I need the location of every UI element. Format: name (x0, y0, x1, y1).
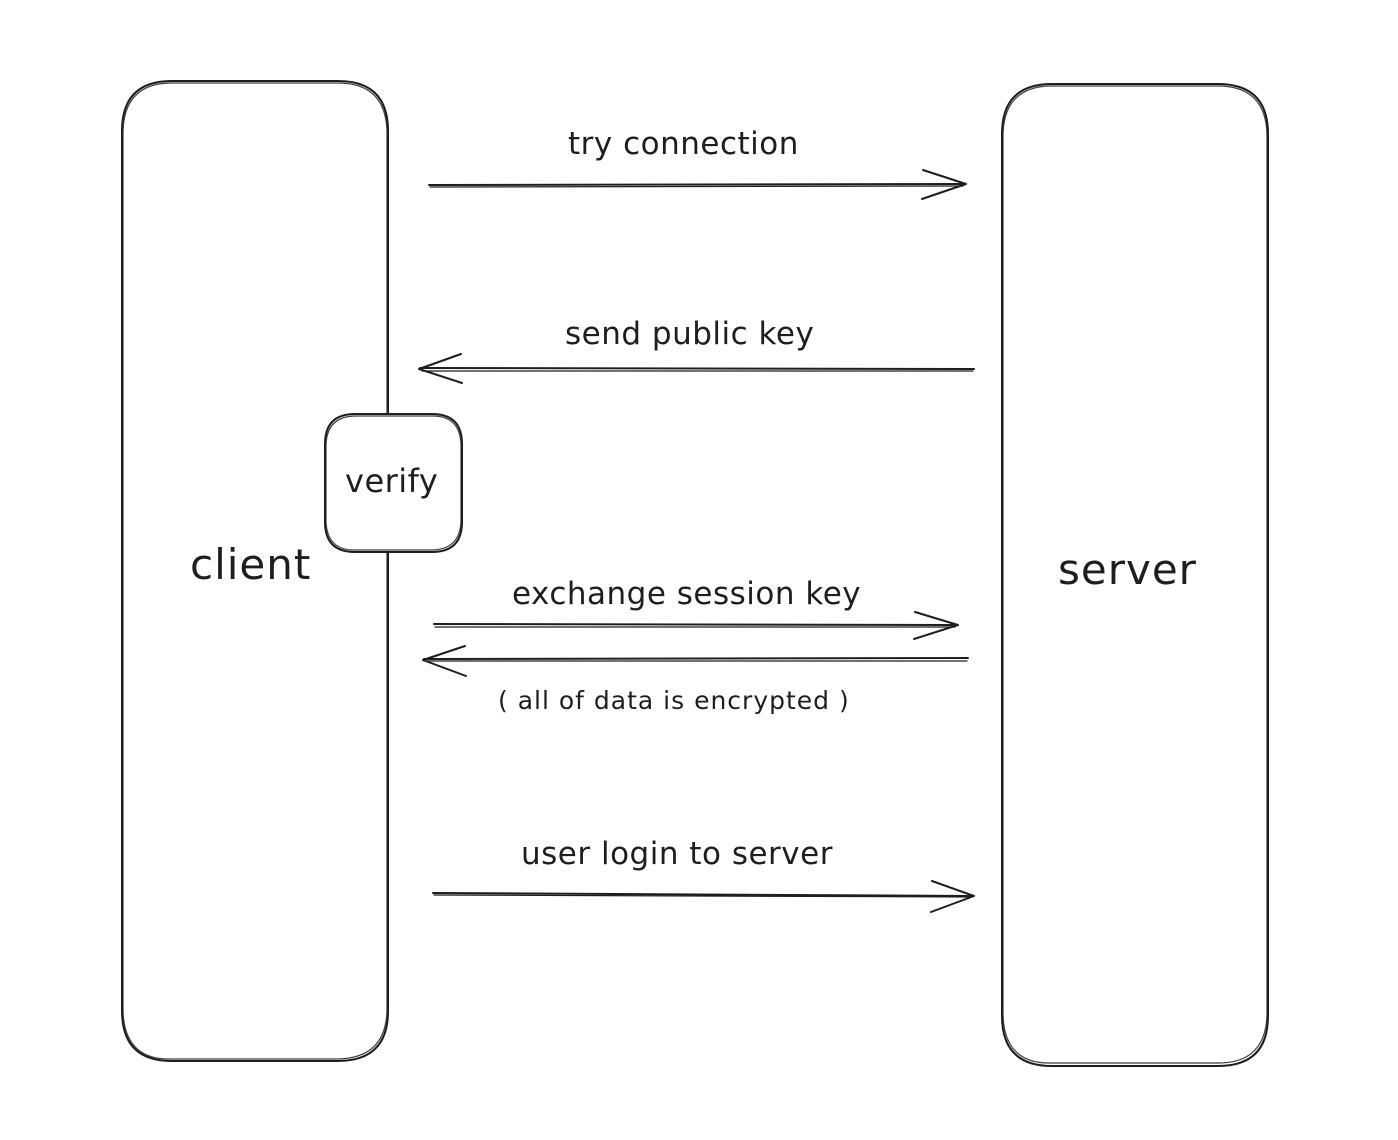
exchange-session-key-arrow-left (422, 645, 969, 677)
send-public-key-arrow (418, 353, 975, 384)
encrypted-note-label: ( all of data is encrypted ) (498, 686, 850, 715)
exchange-session-key-arrow-right (433, 611, 959, 640)
send-public-key-label: send public key (565, 316, 815, 352)
user-login-label: user login to server (521, 836, 833, 872)
server-label: server (1058, 545, 1197, 594)
server-box (1001, 83, 1269, 1067)
client-box (121, 80, 389, 1062)
verify-label: verify (345, 462, 439, 500)
try-connection-label: try connection (568, 126, 799, 162)
exchange-session-key-label: exchange session key (512, 576, 862, 612)
try-connection-arrow (428, 169, 967, 200)
client-label: client (190, 540, 312, 589)
verify-box (324, 413, 463, 553)
user-login-arrow (432, 880, 975, 913)
